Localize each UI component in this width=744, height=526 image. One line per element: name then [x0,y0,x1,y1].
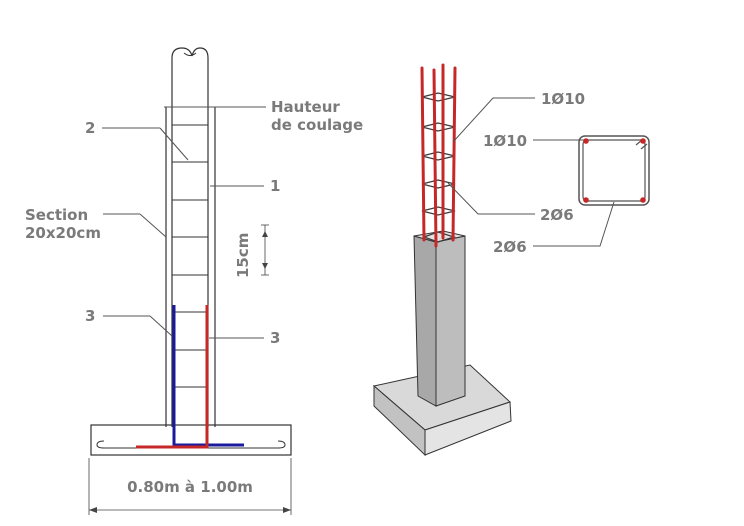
section-leaders [533,139,615,247]
cage-stirrups [421,92,457,243]
footing-width-label: 0.80m à 1.00m [127,478,253,496]
label-bars-3d: 1Ø10 [541,90,585,108]
label-section-line1: Section [25,206,88,224]
label-3-left: 3 [85,307,95,325]
label-hauteur-line2: de coulage [271,116,363,134]
label-stirrups-3d: 2Ø6 [540,206,574,224]
footing-width-dimension: 0.80m à 1.00m [88,458,292,515]
elevation-leaders [102,106,266,339]
label-section-line2: 20x20cm [25,224,101,242]
concrete-column [413,230,466,407]
isometric-leaders [447,97,535,215]
label-bars-section: 1Ø10 [483,132,527,150]
spacing-label: 15cm [234,233,252,278]
stirrups [172,124,208,388]
cage-longitudinal-bars [420,63,457,248]
label-hauteur-line1: Hauteur [271,98,340,116]
label-stirrups-section: 2Ø6 [493,238,527,256]
cross-section-view: 1Ø10 2Ø6 [483,132,650,256]
isometric-column-view: 1Ø10 2Ø6 [372,63,585,457]
section-bars [583,138,646,203]
label-3-right: 3 [270,329,280,347]
label-1: 1 [270,177,280,195]
footing [90,424,292,456]
starter-bars [136,305,244,449]
label-2: 2 [85,119,95,137]
elevation-view: 15cm 0.80m à 1.00m Hauteur de coulage 2 [25,47,363,515]
longitudinal-bars [171,47,209,427]
spacing-dimension: 15cm [234,224,269,278]
